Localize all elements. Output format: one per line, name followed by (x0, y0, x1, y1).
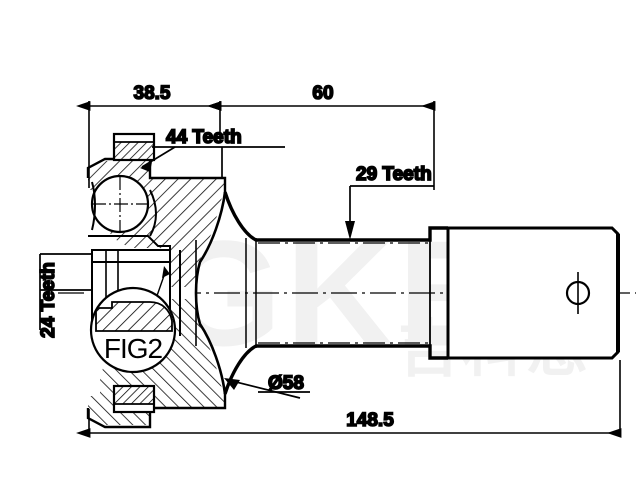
callout-diameter-58: Ø58 (224, 372, 310, 399)
dimension-148-5: 148.5 (76, 360, 622, 438)
callout-29-teeth: 29 Teeth (345, 163, 434, 240)
spline-boss-44t-hatch (115, 142, 153, 160)
dim-label-60: 60 (312, 83, 333, 104)
leader-44-teeth-angled (141, 146, 176, 168)
dim-label-38-5: 38.5 (134, 83, 171, 104)
callout-44-teeth: 44 Teeth (140, 126, 285, 178)
spline-boss-bottom-hatch (115, 386, 153, 404)
leader-44-teeth-arrowhead (140, 162, 152, 172)
shaft-top-profile (223, 191, 448, 242)
race-pocket-right-arc (149, 189, 157, 237)
leader-29-teeth-arrowhead (345, 221, 355, 240)
dimension-layer: 38.5 60 148.5 (76, 82, 622, 438)
end-shaft-block (446, 226, 620, 360)
bell-lower-outline-bottom (86, 394, 227, 429)
shaft-bottom-profile (223, 344, 448, 395)
leader-d58-angled (227, 379, 301, 399)
callout-label-diameter-58: Ø58 (268, 373, 304, 394)
dimension-38-5: 38.5 (76, 82, 222, 111)
fig2-hatched-detail (95, 301, 173, 332)
callout-layer: 44 Teeth 29 Teeth 24 Teeth Ø5 (37, 126, 434, 399)
race-pocket-left-arc (91, 181, 96, 231)
inner-detail-arrowhead (162, 266, 170, 278)
leader-d58-arrowhead (224, 378, 240, 390)
fig2-section-marker: FIG2 (89, 286, 177, 374)
callout-label-44-teeth: 44 Teeth (166, 127, 242, 148)
fig2-label: FIG2 (104, 333, 163, 364)
dim-label-148-5: 148.5 (346, 410, 394, 431)
callout-label-29-teeth: 29 Teeth (356, 164, 432, 185)
callout-24-teeth: 24 Teeth (37, 253, 92, 339)
dimension-60: 60 (207, 82, 436, 111)
callout-label-24-teeth: 24 Teeth (38, 262, 59, 338)
